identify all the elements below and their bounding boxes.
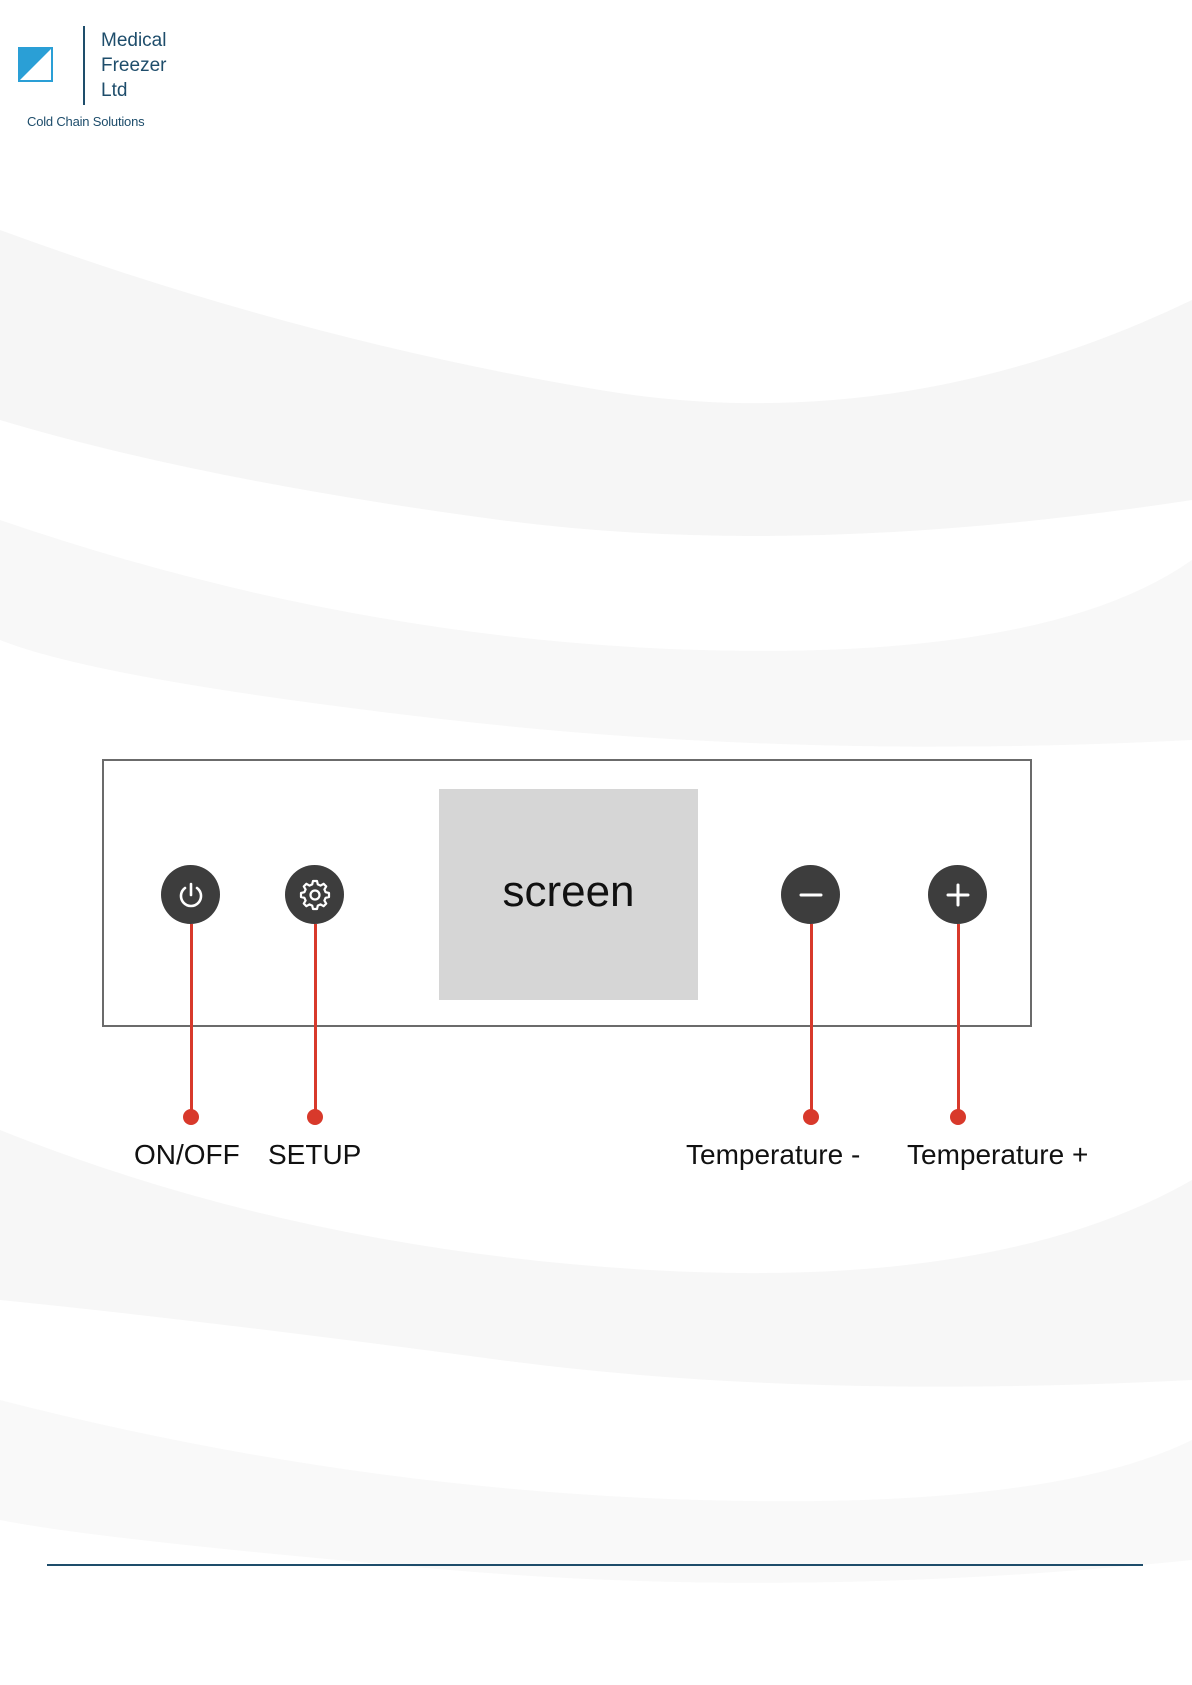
power-caption: ON/OFF [134,1138,240,1172]
setup-button[interactable] [285,865,344,924]
temperature-minus-leader-line [810,924,813,1118]
logo-divider [83,26,85,105]
gear-icon [298,878,332,912]
temperature-plus-caption: Temperature + [907,1138,1088,1172]
plus-icon [941,878,975,912]
setup-leader-dot [307,1109,323,1125]
setup-leader-line [314,924,317,1118]
logo-text-line-1: Medical [101,30,166,52]
temperature-plus-leader-line [957,924,960,1118]
display-screen-label: screen [439,866,698,918]
logo-mark-icon [18,47,53,82]
footer-divider [47,1564,1143,1566]
logo-text-line-2: Freezer [101,55,166,77]
temperature-minus-caption: Temperature - [686,1138,860,1172]
power-leader-line [190,924,193,1118]
logo-tagline: Cold Chain Solutions [27,114,144,129]
logo-text-line-3: Ltd [101,80,127,102]
power-button[interactable] [161,865,220,924]
temperature-minus-button[interactable] [781,865,840,924]
temperature-plus-leader-dot [950,1109,966,1125]
minus-icon [794,878,828,912]
power-leader-dot [183,1109,199,1125]
temperature-plus-button[interactable] [928,865,987,924]
company-logo: Medical Freezer Ltd Cold Chain Solutions [0,0,200,140]
setup-caption: SETUP [268,1138,361,1172]
temperature-minus-leader-dot [803,1109,819,1125]
power-icon [174,878,208,912]
